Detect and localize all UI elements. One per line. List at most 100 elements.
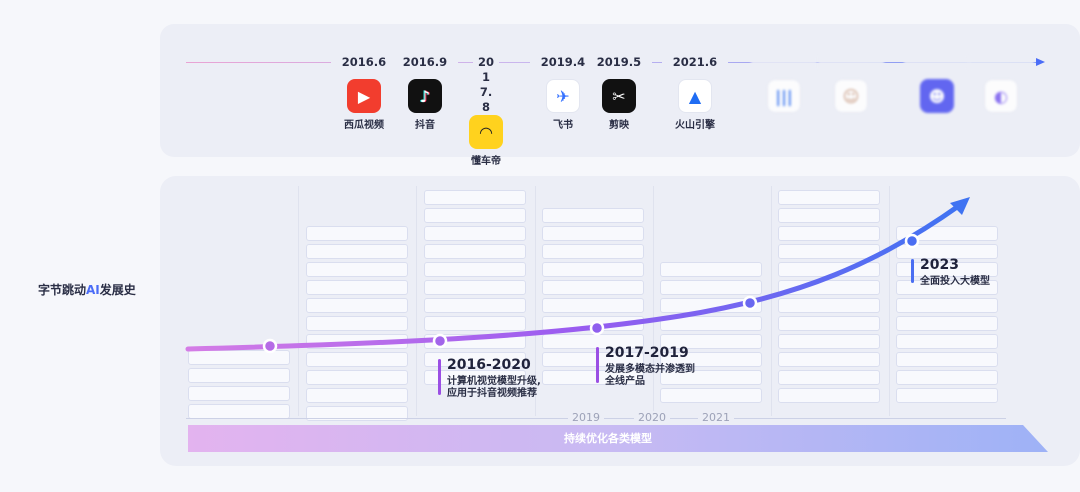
model-tag bbox=[306, 244, 408, 259]
model-tag bbox=[660, 388, 762, 403]
ribbon-label: 持续优化各类模型 bbox=[564, 432, 652, 445]
product-date bbox=[968, 55, 1034, 70]
model-tag bbox=[424, 370, 526, 385]
model-tag bbox=[306, 370, 408, 385]
model-tag bbox=[424, 280, 526, 295]
milestone-desc-line: 全面投入大模型 bbox=[920, 276, 990, 287]
product-name: 懂车帝 bbox=[471, 156, 501, 167]
model-tag bbox=[542, 334, 644, 349]
product-date: 2019.5 bbox=[586, 55, 652, 70]
model-tag bbox=[660, 352, 762, 367]
product-volcano-engine[interactable]: 2021.6 ▲ 火山引擎 bbox=[662, 55, 728, 131]
product-blurred-3[interactable]: ☻ bbox=[904, 55, 970, 127]
product-date: 2021.6 bbox=[662, 55, 728, 70]
product-xigua[interactable]: 2016.6 ▶ 西瓜视频 bbox=[331, 55, 397, 131]
product-blurred-4[interactable]: ◐ bbox=[968, 55, 1034, 127]
model-tag bbox=[896, 298, 998, 313]
model-tag bbox=[778, 316, 880, 331]
product-name: 火山引擎 bbox=[675, 120, 715, 131]
model-tag bbox=[424, 226, 526, 241]
model-tag bbox=[424, 316, 526, 331]
milestone-desc-line: 应用于抖音视频推荐 bbox=[447, 388, 537, 399]
model-tag-column-2 bbox=[306, 226, 408, 424]
model-tag bbox=[424, 244, 526, 259]
product-douyin[interactable]: 2016.9 ♪ 抖音 bbox=[392, 55, 458, 131]
model-tag-column-3 bbox=[424, 190, 526, 388]
model-tag-column-7 bbox=[896, 226, 998, 406]
model-tag bbox=[188, 386, 290, 401]
model-tag bbox=[306, 262, 408, 277]
product-name: 剪映 bbox=[609, 120, 629, 131]
model-tag bbox=[660, 280, 762, 295]
model-tag bbox=[542, 298, 644, 313]
column-divider bbox=[298, 186, 299, 416]
model-tag bbox=[542, 370, 644, 385]
model-tag bbox=[778, 298, 880, 313]
milestone-bar bbox=[596, 347, 599, 383]
model-tag bbox=[660, 316, 762, 331]
blurred-product-icon-2: ☻ bbox=[920, 79, 954, 113]
product-blurred-1[interactable]: ||| bbox=[751, 55, 817, 127]
milestone-years: 2017-2019 bbox=[605, 345, 689, 361]
ribbon-arrow bbox=[188, 425, 1048, 452]
milestone-bar bbox=[438, 359, 441, 395]
page-title: 字节跳动AI发展史 bbox=[38, 281, 136, 298]
product-blurred-2[interactable]: ☺ bbox=[818, 55, 884, 127]
model-tag bbox=[542, 244, 644, 259]
model-tag bbox=[306, 316, 408, 331]
model-tag bbox=[306, 226, 408, 241]
column-divider bbox=[535, 186, 536, 416]
product-name: 飞书 bbox=[553, 120, 573, 131]
model-tag bbox=[542, 226, 644, 241]
column-divider bbox=[771, 186, 772, 416]
blurred-product-icon-3: ◐ bbox=[984, 79, 1018, 113]
model-tag bbox=[778, 352, 880, 367]
model-tag bbox=[896, 262, 998, 277]
product-date: 2017.8 bbox=[473, 55, 499, 115]
model-tag bbox=[306, 352, 408, 367]
model-tag bbox=[306, 406, 408, 421]
model-tag bbox=[306, 388, 408, 403]
model-tag bbox=[542, 208, 644, 223]
product-date bbox=[904, 55, 970, 70]
model-tag bbox=[778, 190, 880, 205]
model-tag bbox=[542, 352, 644, 367]
milestone-desc: 发展多模态并渗透到 全线产品 bbox=[605, 364, 695, 388]
column-divider bbox=[653, 186, 654, 416]
milestone-desc-line: 全线产品 bbox=[605, 376, 645, 387]
feishu-icon: ✈ bbox=[546, 79, 580, 113]
model-tag bbox=[896, 388, 998, 403]
model-tag bbox=[542, 280, 644, 295]
timeline-arrow-icon bbox=[1036, 58, 1045, 66]
product-dongchedi[interactable]: 2017.8 ◠ 懂车帝 bbox=[453, 55, 519, 167]
model-tag bbox=[424, 208, 526, 223]
model-tag bbox=[424, 298, 526, 313]
model-tag bbox=[188, 368, 290, 383]
product-date bbox=[751, 55, 817, 70]
volcano-engine-icon: ▲ bbox=[678, 79, 712, 113]
model-tag bbox=[424, 262, 526, 277]
douyin-icon: ♪ bbox=[408, 79, 442, 113]
model-tag bbox=[306, 280, 408, 295]
jianying-icon: ✂ bbox=[602, 79, 636, 113]
product-name: 西瓜视频 bbox=[344, 120, 384, 131]
product-jianying[interactable]: 2019.5 ✂ 剪映 bbox=[586, 55, 652, 131]
milestone-years: 2023 bbox=[920, 257, 959, 273]
model-tag bbox=[424, 352, 526, 367]
model-tag bbox=[660, 370, 762, 385]
product-date: 2016.6 bbox=[331, 55, 397, 70]
model-tag bbox=[542, 262, 644, 277]
model-tag bbox=[778, 334, 880, 349]
product-feishu[interactable]: 2019.4 ✈ 飞书 bbox=[530, 55, 596, 131]
model-tag-column-5 bbox=[660, 262, 762, 406]
title-ai: AI bbox=[86, 283, 100, 297]
model-tag bbox=[188, 350, 290, 365]
title-prefix: 字节跳动 bbox=[38, 283, 87, 297]
model-tag bbox=[778, 280, 880, 295]
milestone-years: 2016-2020 bbox=[447, 357, 531, 373]
model-tag bbox=[306, 298, 408, 313]
model-tag bbox=[660, 262, 762, 277]
model-tag bbox=[896, 244, 998, 259]
dongchedi-icon: ◠ bbox=[469, 115, 503, 149]
